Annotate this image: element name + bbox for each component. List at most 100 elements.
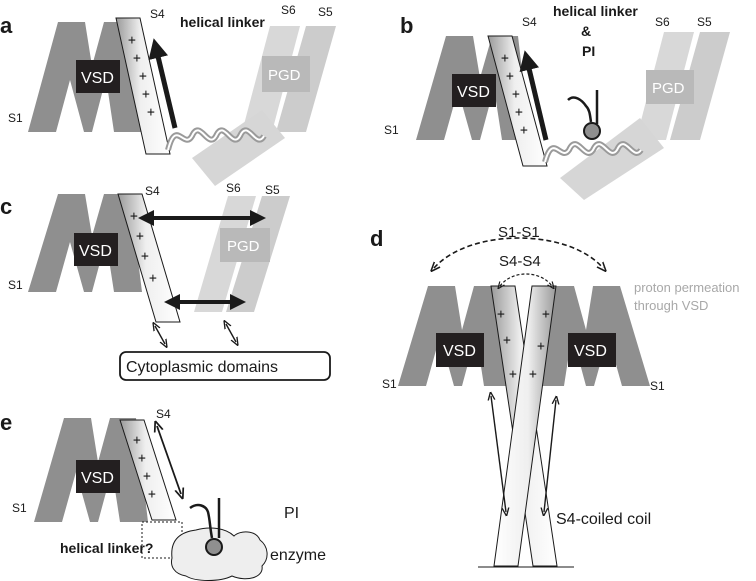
panel-e-pi-label: PI xyxy=(284,505,299,522)
panel-c-s5-label: S5 xyxy=(265,183,280,197)
panel-e-plus-2: + xyxy=(138,451,146,466)
panel-a-s6-label: S6 xyxy=(281,3,296,17)
panel-c-vsd-text: VSD xyxy=(79,243,112,260)
panel-a-pgd-lower-helix xyxy=(192,110,285,186)
panel-a-coil-highlight xyxy=(167,129,265,151)
panel-a-label: a xyxy=(0,13,13,38)
panel-a: a PGD + + + + + VSD S4 S6 S5 S1 helical … xyxy=(0,3,336,186)
panel-e-pi-tail-icon xyxy=(189,503,214,539)
panel-a-s5-label: S5 xyxy=(318,5,333,19)
panel-e: e + + + + VSD S4 S1 helical linker? PI e… xyxy=(0,407,326,581)
panel-b-pi-tail-icon xyxy=(567,96,593,123)
panel-d-left-vertical-arrow xyxy=(491,396,506,512)
panel-b-plus-5: + xyxy=(520,123,528,138)
panel-b-s6-label: S6 xyxy=(655,15,670,29)
panel-c-pgd-text: PGD xyxy=(227,238,260,255)
panel-d-s1-s1-label: S1-S1 xyxy=(498,224,540,241)
panel-c-cytoplasmic-label: Cytoplasmic domains xyxy=(126,359,278,376)
panel-b-pgd-lower-helix xyxy=(560,118,664,200)
panel-d-label: d xyxy=(370,226,383,251)
panel-d-left-vsd-box xyxy=(436,333,484,367)
panel-d-right-vsd-box xyxy=(568,333,616,367)
panel-e-s1-label: S1 xyxy=(12,501,27,515)
panel-d-right-s1-label: S1 xyxy=(650,379,665,393)
panel-a-s1-label: S1 xyxy=(8,111,23,125)
panel-d-left-s1-label: S1 xyxy=(382,377,397,391)
panel-a-plus-3: + xyxy=(139,69,147,84)
panel-a-s4-label: S4 xyxy=(150,7,165,21)
panel-b-s5-helix xyxy=(670,32,730,140)
panel-c-pgd-box xyxy=(220,228,270,262)
panel-e-helical-linker-label: helical linker? xyxy=(60,540,153,556)
panel-b-s1-label: S1 xyxy=(384,123,399,137)
panel-d-plus-4: + xyxy=(542,307,550,322)
panel-e-vsd-box xyxy=(76,460,120,493)
panel-b: b PGD + + + + + VSD S4 S6 S5 S1 helical … xyxy=(384,3,730,200)
panel-d-proton-label-line1: proton permeation xyxy=(634,280,740,295)
panel-e-enzyme-label: enzyme xyxy=(270,547,326,564)
panel-e-s4-label: S4 xyxy=(156,407,171,421)
panel-d-plus-1: + xyxy=(497,307,505,322)
panel-c-plus-2: + xyxy=(136,229,144,244)
panel-c-plus-1: + xyxy=(130,209,138,224)
panel-b-s4-label: S4 xyxy=(522,15,537,29)
panel-b-pgd-text: PGD xyxy=(652,80,685,97)
panel-e-plus-4: + xyxy=(148,487,156,502)
panel-d-left-vsd-text: VSD xyxy=(443,343,476,360)
panel-b-pgd-box xyxy=(646,70,694,104)
panel-b-coil-highlight xyxy=(544,143,642,163)
panel-c-left-small-arrow xyxy=(155,326,165,344)
panel-e-plus-3: + xyxy=(143,469,151,484)
panel-e-pi-head-icon xyxy=(205,538,223,556)
panel-a-plus-5: + xyxy=(147,105,155,120)
panel-d-s4-s4-label: S4-S4 xyxy=(499,253,541,270)
panel-d: d + + + + + + VSD VSD S1-S1 S4-S4 proton… xyxy=(370,224,740,568)
panel-c-label: c xyxy=(0,194,12,219)
panel-a-helical-linker-label: helical linker xyxy=(180,14,265,30)
panel-c-s6-label: S6 xyxy=(226,181,241,195)
panel-d-plus-3: + xyxy=(509,367,517,382)
panel-b-plus-2: + xyxy=(506,69,514,84)
panel-d-right-vertical-arrow xyxy=(544,400,556,512)
panel-a-s4-helix xyxy=(115,17,171,155)
panel-d-right-vsd-text: VSD xyxy=(574,343,607,360)
panel-b-plus-4: + xyxy=(515,105,523,120)
panel-b-amp-label: & xyxy=(581,23,591,39)
panel-b-pi-head-icon xyxy=(583,122,601,140)
panel-a-plus-2: + xyxy=(133,51,141,66)
panel-a-up-arrow xyxy=(148,38,178,129)
panel-c-s4-label: S4 xyxy=(145,184,160,198)
panel-b-helical-linker-label: helical linker xyxy=(553,3,638,19)
panel-e-plus-1: + xyxy=(133,433,141,448)
panel-d-proton-label-line2: through VSD xyxy=(634,298,708,313)
panel-d-s4-s4-arc xyxy=(500,273,552,286)
panel-e-vsd-text: VSD xyxy=(81,470,114,487)
panel-d-s4-coiled-coil-label: S4-coiled coil xyxy=(556,511,651,528)
panel-b-plus-3: + xyxy=(512,87,520,102)
panel-b-s4-helix xyxy=(487,35,548,167)
panel-b-vsd-text: VSD xyxy=(457,84,490,101)
panel-c-s1-label: S1 xyxy=(8,278,23,292)
panel-c-right-small-arrow xyxy=(226,324,236,342)
panel-d-plus-2: + xyxy=(503,333,511,348)
panel-d-plus-5: + xyxy=(537,339,545,354)
panel-d-plus-6: + xyxy=(529,367,537,382)
panel-c: c PGD + + + + VSD Cytoplasmic domains S4… xyxy=(0,181,331,381)
panel-e-label: e xyxy=(0,410,12,435)
panel-a-pgd-box xyxy=(262,56,310,92)
panel-b-label: b xyxy=(400,13,413,38)
panel-b-plus-1: + xyxy=(501,51,509,66)
panel-a-plus-1: + xyxy=(128,33,136,48)
panel-a-vsd-text: VSD xyxy=(81,70,114,87)
panel-d-s1-s1-arc xyxy=(434,237,603,268)
panel-c-cytoplasmic-box xyxy=(119,351,331,381)
panel-b-s5-label: S5 xyxy=(697,15,712,29)
panel-e-double-arrow xyxy=(157,426,181,494)
panel-a-pgd-text: PGD xyxy=(268,67,301,84)
panel-b-vsd-box xyxy=(452,74,496,107)
panel-b-up-arrow xyxy=(519,50,549,141)
panel-b-pi-label: PI xyxy=(582,43,595,59)
panel-c-s4-helix xyxy=(117,193,181,323)
panel-a-vsd-box xyxy=(76,60,120,93)
